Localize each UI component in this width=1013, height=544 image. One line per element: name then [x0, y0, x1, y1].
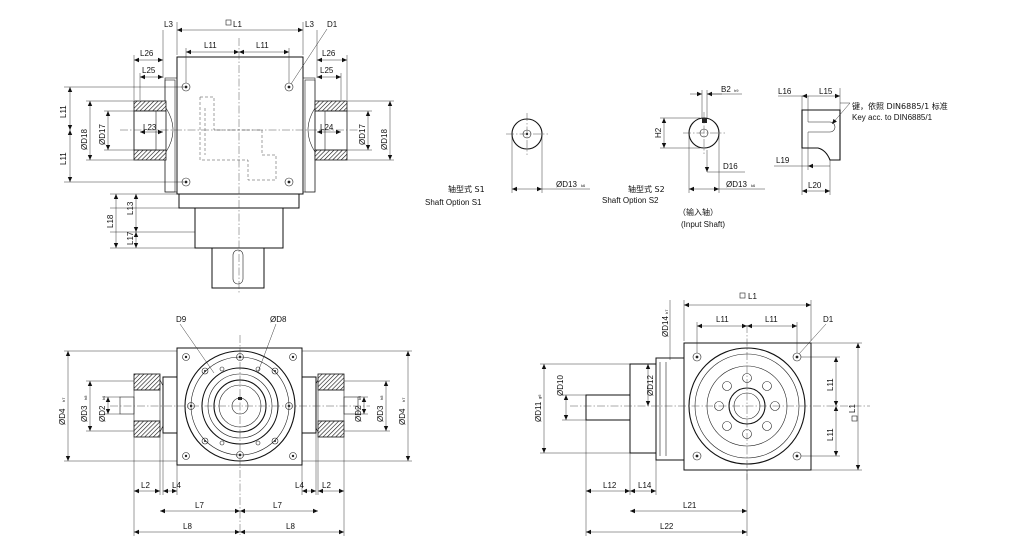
dim-D18-left: ØD18 [80, 129, 89, 150]
dim-L13: L13 [126, 201, 135, 215]
dim-L26-left: L26 [140, 49, 154, 58]
dim-D13-tol-s2: k6 [751, 183, 756, 188]
front-view: D9 ØD8 ØD4 h7 ØD4 h7 ØD3 h8 ØD2 k6 ØD2 k… [58, 315, 412, 536]
dim-D13-tol-s1: k6 [581, 183, 586, 188]
dim-L8-right: L8 [286, 522, 295, 531]
dim-D12: ØD12 [646, 375, 655, 396]
s1-chinese-label: 轴型式 S1 [448, 184, 485, 194]
dim-L14: L14 [638, 481, 652, 490]
dim-L4-left: L4 [172, 481, 181, 490]
key-detail: L16 L15 键，依照 DIN6885/1 标准 Key acc. to DI… [774, 87, 948, 195]
dim-B2: B2 [721, 85, 731, 94]
dim-L17: L17 [126, 231, 135, 245]
dim-L25-left: L25 [142, 66, 156, 75]
dim-L11-a: L11 [204, 41, 217, 50]
dim-L1-top: L1 [233, 20, 242, 29]
dim-D13-s2: ØD13 [726, 180, 747, 189]
dim-D3-right: ØD3 [376, 405, 385, 422]
dim-L7-left: L7 [195, 501, 204, 510]
dim-L11-side-v2: L11 [826, 428, 835, 441]
dim-D11-tol: g6 [537, 394, 542, 399]
dim-D4-left: ØD4 [58, 408, 67, 425]
dim-L20: L20 [808, 181, 822, 190]
dim-L2-left: L2 [141, 481, 150, 490]
dim-H2: H2 [654, 127, 663, 138]
dim-D13-s1: ØD13 [556, 180, 577, 189]
dim-D2-tol-left: k6 [101, 395, 106, 400]
dim-L11-v2: L11 [59, 152, 68, 165]
dim-D14-tol: h7 [664, 309, 669, 314]
dim-D3-tol-right: h8 [379, 395, 384, 400]
dim-D18-right: ØD18 [380, 129, 389, 150]
input-shaft-english: (Input Shaft) [681, 220, 725, 229]
dim-D9: D9 [176, 315, 187, 324]
dim-L21: L21 [683, 501, 697, 510]
dim-D17-right: ØD17 [358, 124, 367, 145]
dim-L11-side-b: L11 [765, 315, 778, 324]
s2-english-label: Shaft Option S2 [602, 196, 659, 205]
dim-D4-tol-right: h7 [401, 397, 406, 402]
dim-L25-right: L25 [320, 66, 334, 75]
dim-D17-left: ØD17 [98, 124, 107, 145]
dim-L15: L15 [819, 87, 833, 96]
side-view: L1 L11 L11 D1 L11 L11 L1 ØD14 h7 ØD11 g6 [534, 292, 870, 536]
dim-L26-right: L26 [322, 49, 336, 58]
dim-L11-side-a: L11 [716, 315, 729, 324]
dim-L16: L16 [778, 87, 792, 96]
dim-L24: L24 [320, 123, 334, 132]
dim-L11-side-v1: L11 [826, 378, 835, 391]
shaft-option-s1: ØD13 k6 轴型式 S1 Shaft Option S1 [425, 113, 590, 207]
dim-D4-right: ØD4 [398, 408, 407, 425]
dim-L12: L12 [603, 481, 617, 490]
dim-B2-tol: h9 [734, 88, 739, 93]
dim-D3-tol-left: h8 [83, 395, 88, 400]
dim-L18: L18 [106, 214, 115, 228]
dim-D3-left: ØD3 [80, 405, 89, 422]
dim-D2-right: ØD2 [354, 405, 363, 422]
dim-D11: ØD11 [534, 401, 543, 422]
key-standard-english: Key acc. to DIN6885/1 [852, 113, 933, 122]
dim-L11-b: L11 [256, 41, 269, 50]
shaft-option-s2: B2 h9 H2 D16 ØD13 k6 轴型式 S2 Shaft Option… [602, 85, 765, 229]
dim-D2-left: ØD2 [98, 405, 107, 422]
dim-L8-left: L8 [183, 522, 192, 531]
dim-D8: ØD8 [270, 315, 287, 324]
s2-chinese-label: 轴型式 S2 [628, 184, 665, 194]
dim-L2-right: L2 [322, 481, 331, 490]
dim-L1-side-top: L1 [748, 292, 757, 301]
top-view: L1 L3 L3 D1 L11 L11 L26 L25 L26 L25 L23 … [59, 19, 394, 294]
dim-D16: D16 [723, 162, 738, 171]
dim-L3-right: L3 [305, 20, 314, 29]
dim-L19: L19 [776, 156, 790, 165]
dim-L3-left: L3 [164, 20, 173, 29]
dim-D1-top: D1 [327, 20, 338, 29]
key-standard-chinese: 键，依照 DIN6885/1 标准 [852, 101, 948, 111]
s1-english-label: Shaft Option S1 [425, 198, 482, 207]
dim-D1-side: D1 [823, 315, 834, 324]
input-shaft-chinese: （输入轴） [678, 207, 718, 217]
dim-L7-right: L7 [273, 501, 282, 510]
dim-L1-side-v: L1 [848, 404, 857, 413]
dim-D10: ØD10 [556, 375, 565, 396]
dim-L11-v1: L11 [59, 105, 68, 118]
dim-L4-right: L4 [295, 481, 304, 490]
dim-D14: ØD14 [661, 316, 670, 337]
dim-L22: L22 [660, 522, 674, 531]
dim-L23: L23 [143, 123, 157, 132]
dim-D4-tol-left: h7 [61, 397, 66, 402]
dim-D2-tol-right: k6 [357, 395, 362, 400]
